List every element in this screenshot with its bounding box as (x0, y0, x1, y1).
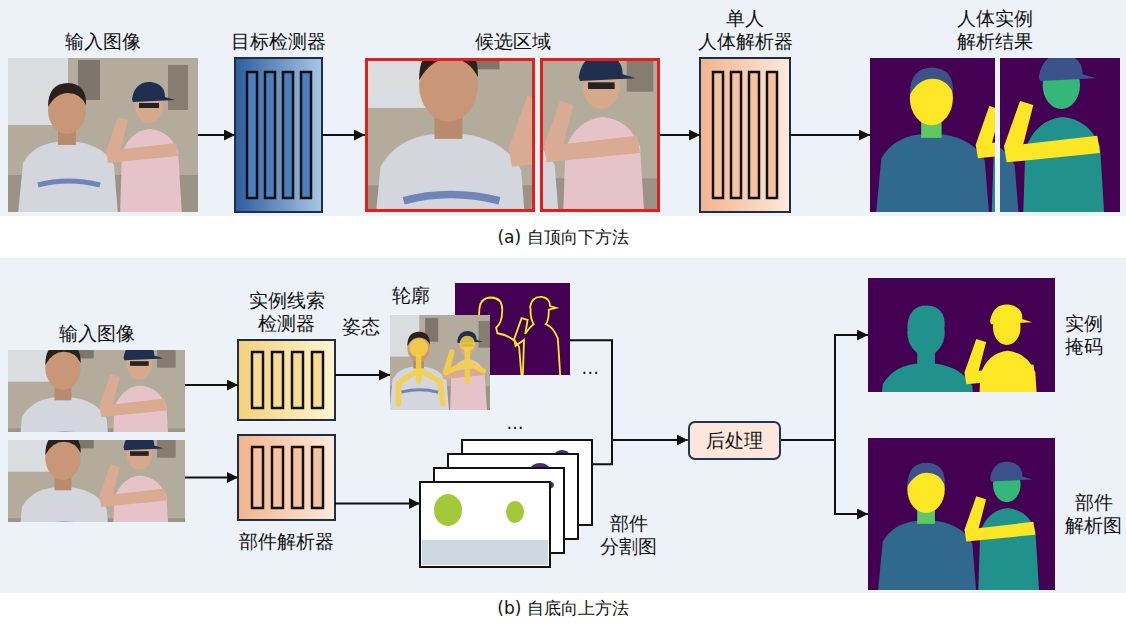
detector-network (235, 58, 322, 212)
node-text: 实例线索 检测器 (249, 289, 325, 335)
cue-maps: 轮廓姿态 (390, 283, 570, 410)
node-text: 部件解析器 (239, 530, 334, 553)
part-seg-stack (506, 501, 524, 523)
detector-network (235, 58, 322, 212)
flow-arrow (790, 134, 870, 136)
part-parser-network (238, 435, 335, 520)
node-text: 目标检测器 (231, 30, 326, 53)
flow-arrow (781, 335, 869, 440)
candidate-crops (367, 60, 534, 211)
input-image: 输入图像 (8, 350, 185, 522)
part-parser-network (252, 447, 263, 508)
part-seg-maps: 部件 分割图 (420, 440, 592, 567)
part-seg-stack (434, 494, 462, 526)
part-parser-network (292, 447, 303, 508)
node-text: 后处理 (706, 429, 763, 452)
candidate-crops (357, 0, 666, 247)
cue-maps (384, 315, 497, 410)
node-text: 候选区域 (475, 30, 551, 53)
node-text: 轮廓 (392, 284, 430, 307)
cue-detector-network (312, 352, 323, 408)
node-text: 部件 解析图 (1065, 491, 1122, 537)
part-parser-network (238, 435, 335, 520)
part-parser-network (312, 447, 323, 508)
cue-detector-network (238, 340, 335, 420)
instance-mask: 实例 掩码 (868, 278, 1055, 392)
panel-ground (0, 258, 1126, 593)
node-text: 姿态 (342, 315, 380, 338)
result-maps: 人体实例 解析结果 (870, 58, 1120, 212)
flow-arrow (185, 477, 238, 479)
detector-network (301, 72, 311, 198)
input-photo (8, 55, 198, 215)
part-parser-box: 部件解析器 (238, 435, 335, 520)
parser-network (767, 72, 777, 198)
ellipsis-mark: ⋯ (582, 362, 599, 382)
cue-detector-network (272, 352, 283, 408)
flow-arrow (570, 340, 688, 440)
cue-detector-network (252, 352, 263, 408)
node-text: 实例 掩码 (1065, 312, 1103, 358)
candidate-crops (413, 18, 666, 231)
cue-maps (384, 315, 497, 410)
part-seg-stack (422, 540, 548, 565)
part-parse-map (868, 435, 1055, 592)
cue-detector-network (292, 352, 303, 408)
part-seg-stack (420, 482, 550, 567)
parser-network (731, 72, 741, 198)
node-text: 部件 分割图 (600, 512, 657, 558)
cue-detector-box: 实例线索 检测器 (238, 340, 335, 420)
part-parser-network (272, 447, 283, 508)
parser-network (713, 72, 723, 198)
candidate-crops (542, 60, 659, 211)
input-photo (8, 406, 185, 555)
parser-box: 单人 人体解析器 (700, 58, 790, 212)
candidate-crops (413, 18, 666, 231)
part-parse-map (868, 435, 1055, 592)
ellipsis-mark: … (507, 413, 524, 433)
cue-maps (384, 281, 570, 410)
node-text: 输入图像 (59, 322, 135, 345)
flow-arrow (592, 440, 688, 464)
postprocess-box: 后处理 (688, 421, 781, 460)
cue-detector-network (238, 340, 335, 420)
candidate-regions: 候选区域 (365, 58, 660, 212)
flow-arrow (335, 374, 390, 376)
part-parse-map: 部件 解析图 (868, 438, 1055, 590)
parser-network (700, 58, 790, 212)
parser-network (700, 58, 790, 212)
node-text: 单人 人体解析器 (698, 7, 793, 53)
detector-network (283, 72, 293, 198)
part-seg-stack (420, 440, 592, 567)
flow-arrow (335, 503, 420, 505)
input-image: 输入图像 (8, 58, 198, 212)
panel-caption: (a) 自顶向下方法 (497, 227, 628, 247)
flow-arrow (185, 384, 238, 386)
part-parser-network (252, 447, 323, 508)
flow-arrow (198, 134, 235, 136)
input-photo (8, 55, 198, 215)
input-photo (8, 406, 185, 555)
flow-arrow (781, 440, 869, 514)
detector-network (247, 72, 257, 198)
parser-network (713, 72, 777, 198)
flow-arrow (322, 134, 365, 136)
detector-network (247, 72, 311, 198)
detector-network (265, 72, 275, 198)
flow-arrow (660, 134, 700, 136)
parser-network (749, 72, 759, 198)
node-text: 人体实例 解析结果 (957, 7, 1033, 53)
node-text: 输入图像 (65, 30, 141, 53)
cue-detector-network (252, 352, 323, 408)
instance-mask-map (868, 278, 1055, 435)
instance-mask-map (868, 278, 1055, 435)
detector-box: 目标检测器 (235, 58, 322, 212)
panel-caption: (b) 自底向上方法 (497, 598, 628, 618)
